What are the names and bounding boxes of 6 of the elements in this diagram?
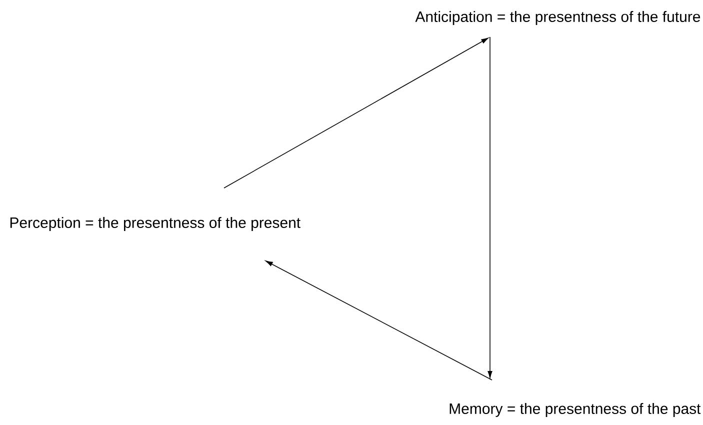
- text-label: Perception = the presentness of the present: [10, 217, 300, 231]
- text-label: Memory = the presentness of the past: [450, 403, 701, 417]
- text-label: Anticipation = the presentness of the future: [415, 11, 700, 25]
- arrow: [224, 38, 488, 188]
- arrow: [266, 260, 492, 380]
- arrow: [488, 36, 492, 378]
